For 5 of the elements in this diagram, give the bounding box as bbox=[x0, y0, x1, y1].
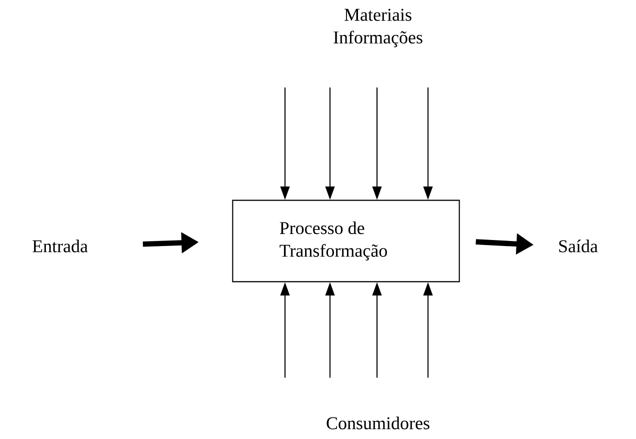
text-label: Saída bbox=[559, 240, 598, 252]
text-label: Entrada bbox=[32, 240, 88, 252]
text-label: Consumidores bbox=[326, 416, 430, 430]
text-label: Materiais Informações bbox=[334, 8, 422, 48]
process-box: Processo de Transformação bbox=[232, 200, 460, 282]
